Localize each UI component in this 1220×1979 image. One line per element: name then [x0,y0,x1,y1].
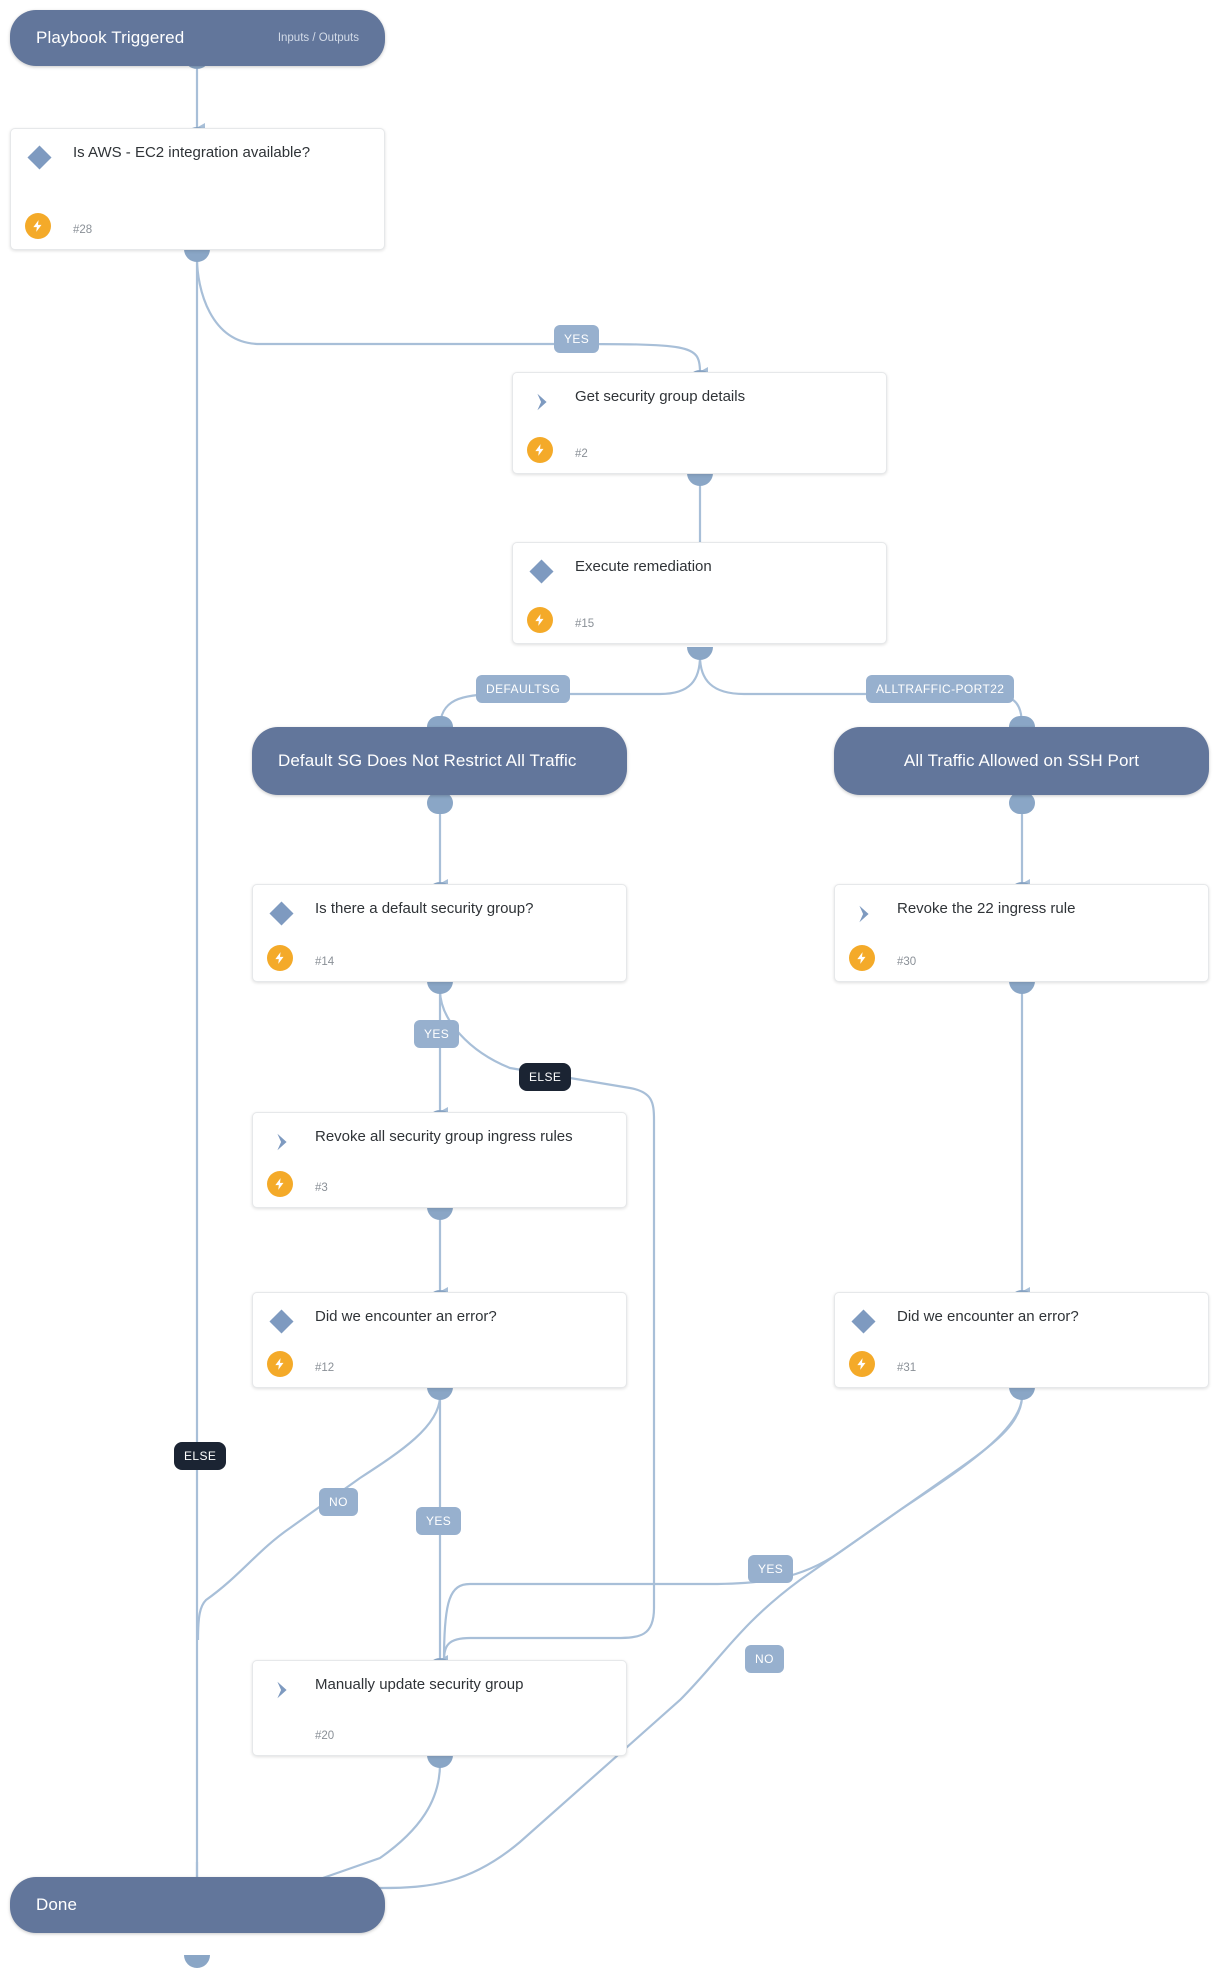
node-number: #14 [315,956,335,968]
edge-label-text: NO [755,1652,774,1666]
node-card-3[interactable]: Revoke all security group ingress rules … [252,1112,627,1208]
node-title: Is AWS - EC2 integration available? [73,144,311,161]
node-number: #30 [897,956,917,968]
edge-label-text: NO [329,1495,348,1509]
automation-bolt-icon [267,945,293,971]
edge-label-else-28[interactable]: ELSE [174,1442,227,1470]
task-chevron-icon [271,1131,293,1153]
start-node[interactable]: Playbook Triggered Inputs / Outputs [10,10,385,66]
start-node-label: Playbook Triggered [36,28,185,48]
edge-label-yes-12[interactable]: YES [416,1507,462,1535]
node-number: #2 [575,448,588,460]
automation-bolt-icon [25,213,51,239]
edge-label-text: YES [564,332,590,346]
section-label: All Traffic Allowed on SSH Port [903,751,1140,771]
node-title: Execute remediation [575,558,712,575]
node-number: #12 [315,1362,335,1374]
node-title: Revoke the 22 ingress rule [897,900,1076,917]
condition-icon [269,901,294,926]
edge-31-yes [442,1395,1024,1661]
node-card-14[interactable]: Is there a default security group? #14 [252,884,627,982]
edge-label-no-31[interactable]: NO [745,1645,784,1673]
port-out-alltraffic [1009,792,1035,814]
edge-12-no [196,1395,442,1641]
port-out-2 [687,473,713,486]
edge-28-else-rail [195,258,206,1904]
port-out-31 [1009,1387,1035,1400]
node-card-31[interactable]: Did we encounter an error? #31 [834,1292,1209,1388]
node-number: #15 [575,618,595,630]
node-title: Get security group details [575,388,746,405]
task-chevron-icon [531,391,553,413]
condition-icon [529,559,554,584]
automation-bolt-icon [527,607,553,633]
node-card-20[interactable]: Manually update security group #20 [252,1660,627,1756]
end-node-label: Done [36,1895,78,1915]
node-card-30[interactable]: Revoke the 22 ingress rule #30 [834,884,1209,982]
section-pill-alltraffic[interactable]: All Traffic Allowed on SSH Port [834,727,1209,795]
section-pill-defaultsg[interactable]: Default SG Does Not Restrict All Traffic [252,727,627,795]
port-out-30 [1009,981,1035,994]
port-out-3 [427,1207,453,1220]
node-title: Is there a default security group? [315,900,534,917]
node-title: Did we encounter an error? [315,1308,497,1325]
edge-31-no [197,1395,1024,1903]
edge-label-text: ELSE [529,1070,562,1084]
edge-label-else-14[interactable]: ELSE [519,1063,572,1091]
edge-label-yes-14[interactable]: YES [414,1020,460,1048]
node-number: #3 [315,1182,328,1194]
port-out-20 [427,1755,453,1768]
port-out-done [184,1955,210,1968]
edge-label-text: YES [426,1514,452,1528]
end-node[interactable]: Done [10,1877,385,1933]
edge-label-defaultsg[interactable]: DEFAULTSG [476,675,571,703]
edge-label-text: YES [758,1562,784,1576]
edge-label-text: DEFAULTSG [486,682,561,696]
edge-label-alltraffic-port22[interactable]: ALLTRAFFIC-PORT22 [866,675,1015,703]
node-card-28[interactable]: Is AWS - EC2 integration available? #28 [10,128,385,250]
start-node-io-label: Inputs / Outputs [277,32,359,44]
edge-label-text: ELSE [184,1449,217,1463]
automation-bolt-icon [849,1351,875,1377]
edge-28-yes-to-2 [195,257,709,377]
edge-label-no-12[interactable]: NO [319,1488,358,1516]
edge-label-text: ALLTRAFFIC-PORT22 [876,682,1005,696]
automation-bolt-icon [849,945,875,971]
automation-bolt-icon [527,437,553,463]
port-out-28 [184,249,210,262]
port-out-defaultsg [427,792,453,814]
automation-bolt-icon [267,1171,293,1197]
port-out-14 [427,981,453,994]
task-chevron-icon [853,903,875,925]
node-title: Revoke all security group ingress rules [315,1128,573,1145]
condition-icon [27,145,52,170]
condition-icon [851,1309,876,1334]
node-number: #20 [315,1730,335,1742]
node-card-15[interactable]: Execute remediation #15 [512,542,887,644]
node-card-12[interactable]: Did we encounter an error? #12 [252,1292,627,1388]
edge-label-text: YES [424,1027,450,1041]
task-chevron-icon [271,1679,293,1701]
section-label: Default SG Does Not Restrict All Traffic [278,751,577,771]
node-card-2[interactable]: Get security group details #2 [512,372,887,474]
port-out-12 [427,1387,453,1400]
port-out-15 [687,647,713,660]
node-number: #28 [73,224,93,236]
automation-bolt-icon [267,1351,293,1377]
condition-icon [269,1309,294,1334]
edge-label-yes-31[interactable]: YES [748,1555,794,1583]
node-title: Manually update security group [315,1676,524,1693]
node-title: Did we encounter an error? [897,1308,1079,1325]
node-number: #31 [897,1362,917,1374]
edge-label-yes-28[interactable]: YES [554,325,600,353]
